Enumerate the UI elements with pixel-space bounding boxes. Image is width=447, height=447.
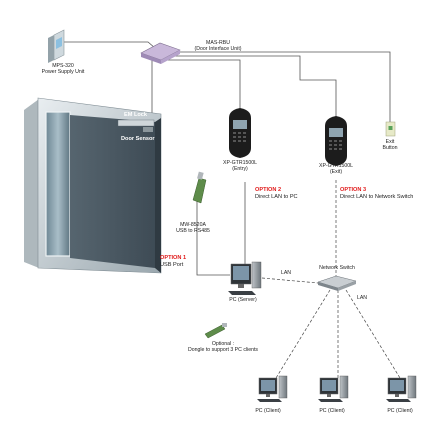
pc-server	[228, 261, 262, 295]
reader-exit	[325, 116, 347, 166]
dongle-label: Optional : Dongle to support 3 PC client…	[178, 341, 268, 353]
lan-label-server: LAN	[280, 270, 292, 276]
door-interface-unit	[140, 42, 181, 64]
pc-client-3	[386, 375, 417, 402]
reader-entry-role: (Entry)	[232, 166, 248, 172]
reader-exit-model: XP-GTR1500L	[318, 163, 354, 169]
power-supply-desc: Power Supply Unit	[41, 69, 85, 75]
interface-unit-label: MAS-RBU (Door Interface Unit)	[178, 40, 258, 52]
reader-entry-label: XP-GTR1500L (Entry)	[212, 160, 268, 172]
dongle-line2: Dongle to support 3 PC clients	[187, 347, 259, 353]
exit-button-line2: Button	[382, 145, 398, 151]
converter-label: MW-8520A USB to RS485	[168, 222, 218, 234]
lan-label-clients: LAN	[356, 295, 368, 301]
pc-client-1-label: PC (Client)	[255, 408, 281, 414]
interface-unit-model: MAS-RBU	[206, 40, 230, 46]
wiring	[62, 41, 391, 276]
option-3-desc: Direct LAN to Network Switch	[340, 193, 414, 200]
option-3: OPTION 3 Direct LAN to Network Switch	[340, 187, 413, 200]
power-supply-label: MPS-320 Power Supply Unit	[28, 63, 98, 75]
network-switch-label: Network Switch	[319, 265, 355, 271]
dongle	[204, 323, 227, 339]
option-2-desc: Direct LAN to PC	[255, 193, 298, 200]
pc-client-1	[257, 375, 288, 402]
reader-entry-model: XP-GTR1500L	[222, 160, 258, 166]
reader-exit-label: XP-GTR1500L (Exit)	[308, 163, 364, 175]
reader-entry	[229, 108, 251, 158]
option-3-title: OPTION 3	[340, 187, 367, 193]
power-supply-model: MPS-320	[52, 63, 74, 69]
network-switch	[317, 275, 357, 291]
pc-client-2-label: PC (Client)	[319, 408, 345, 414]
exit-button-label: Exit Button	[376, 139, 404, 151]
exit-button-line1: Exit	[385, 139, 395, 145]
converter-desc: USB to RS485	[176, 228, 210, 234]
dongle-line1: Optional :	[211, 341, 235, 347]
pc-client-2	[318, 375, 349, 402]
lan-links	[261, 180, 401, 379]
interface-unit-desc: (Door Interface Unit)	[194, 46, 242, 52]
option-2-title: OPTION 2	[255, 187, 282, 193]
option-1-desc: USB Port	[160, 261, 184, 268]
reader-exit-role: (Exit)	[329, 169, 343, 175]
option-1: OPTION 1 USB Port	[160, 255, 186, 268]
em-lock-label: EM Lock	[124, 112, 148, 118]
usb-rs485-converter	[192, 171, 207, 204]
pc-server-label: PC (Server)	[229, 297, 257, 303]
exit-button	[385, 121, 396, 137]
door-assembly	[24, 97, 162, 274]
option-1-title: OPTION 1	[160, 255, 187, 261]
power-supply-unit	[48, 29, 65, 63]
pc-client-3-label: PC (Client)	[387, 408, 413, 414]
option-2: OPTION 2 Direct LAN to PC	[255, 187, 298, 200]
converter-model: MW-8520A	[180, 222, 206, 228]
door-sensor-label: Door Sensor	[121, 136, 155, 142]
